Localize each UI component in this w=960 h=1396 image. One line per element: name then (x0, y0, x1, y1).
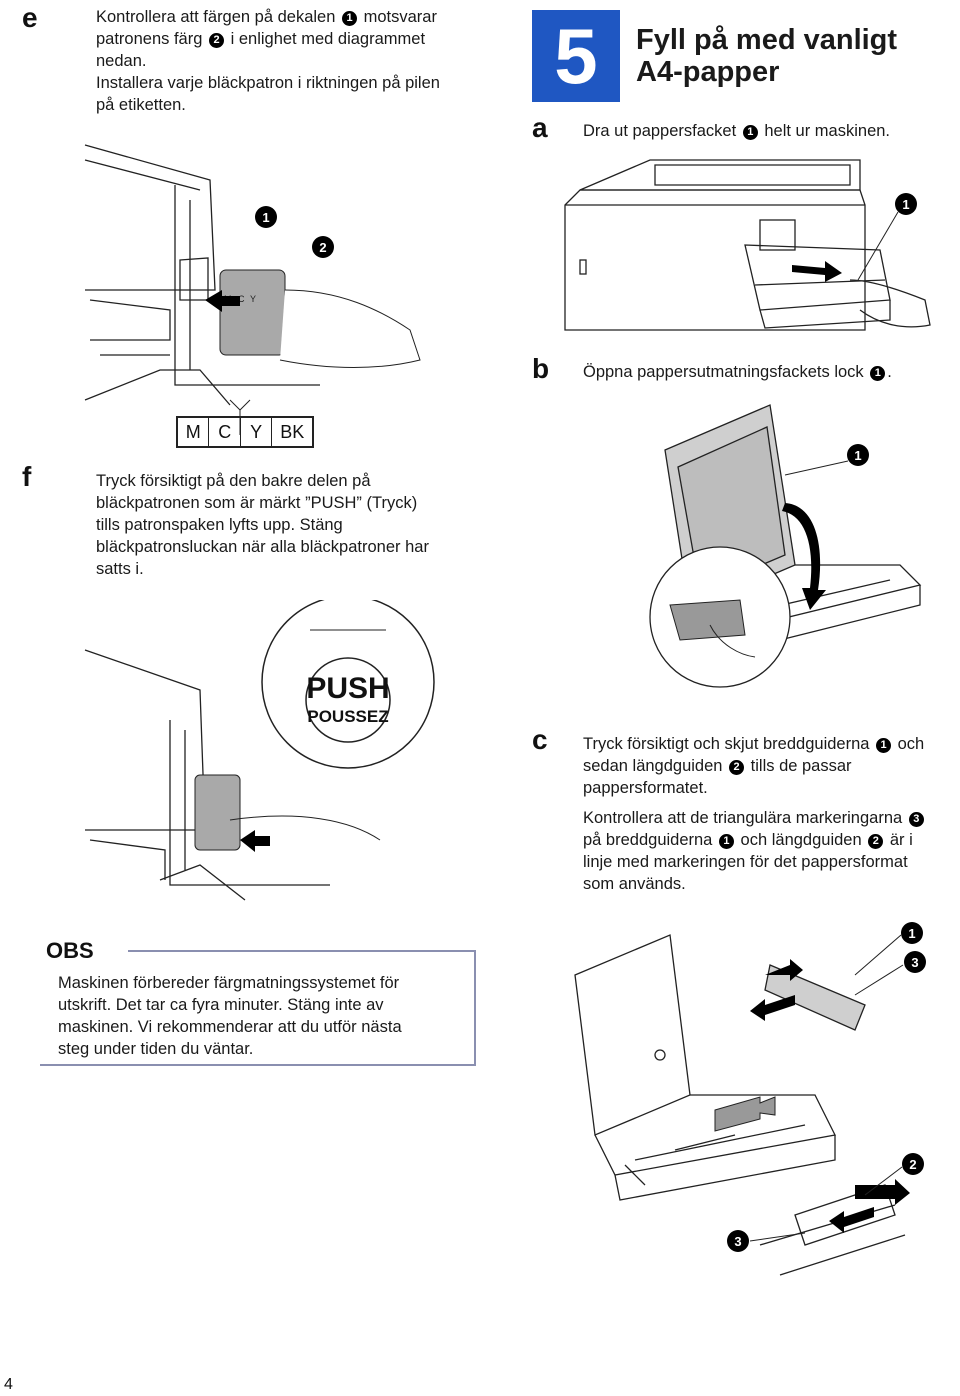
cartridge-shape (219, 269, 286, 356)
callout-1-icon: 1 (742, 125, 758, 140)
paper-guides-illustration: 1 3 2 3 (574, 922, 926, 1276)
step-c-p1l1a: Tryck försiktigt och skjut breddguiderna (583, 735, 870, 753)
step-e-line5: på etiketten. (96, 96, 186, 114)
illus-callout-1: 1 (902, 197, 909, 212)
step-b-text-b: . (887, 363, 892, 381)
ink-c: C (209, 418, 241, 446)
page-number: 4 (4, 1376, 13, 1393)
obs-line: maskinen. Vi rekommenderar att du utför … (58, 1018, 402, 1036)
step-c-text: Tryck försiktigt och skjut breddguiderna… (583, 733, 959, 895)
step-c-p1l3: pappersformatet. (583, 779, 708, 797)
step-e-line2a: patronens färg (96, 30, 203, 48)
step-e-line1b: motsvarar (363, 8, 437, 26)
step-f-letter: f (22, 461, 32, 492)
push-cartridge-illustration: PUSH POUSSEZ (84, 600, 435, 901)
obs-heading: OBS (46, 938, 94, 963)
step-e-letter: e (22, 2, 38, 33)
step-c-p2l3: linje med markeringen för det pappersfor… (583, 853, 908, 871)
step-f-text: Tryck försiktigt på den bakre delen på b… (96, 470, 486, 580)
step-e-line3: nedan. (96, 52, 147, 70)
poussez-text: POUSSEZ (307, 707, 388, 726)
obs-line: steg under tiden du väntar. (58, 1040, 254, 1058)
step-f-line: satts i. (96, 560, 144, 578)
step-e-text: Kontrollera att färgen på dekalen 1 mots… (96, 6, 486, 116)
step-f-line: bläckpatronsluckan när alla bläckpatrone… (96, 538, 429, 556)
step-a-text-a: Dra ut pappersfacket (583, 122, 737, 140)
illus-callout-1: 1 (262, 210, 269, 225)
section-title-line2: A4-papper (636, 56, 780, 88)
obs-bottom-rule (40, 1064, 476, 1066)
callout-3-icon: 3 (908, 812, 924, 827)
ink-color-label: M C Y BK (176, 416, 314, 448)
step-a-text: Dra ut pappersfacket 1 helt ur maskinen. (583, 120, 890, 142)
callout-1-icon: 1 (870, 366, 886, 381)
obs-top-rule (128, 950, 476, 952)
illus-callout-1: 1 (854, 448, 861, 463)
illus-callout-3: 3 (911, 955, 918, 970)
callout-1-icon: 1 (718, 834, 734, 849)
step-b-text: Öppna pappersutmatningsfackets lock 1. (583, 361, 892, 383)
step-c-p1l1b: och (897, 735, 925, 753)
section-title-line1: Fyll på med vanligt (636, 24, 898, 56)
step-c-p2l2b: och längdguiden (740, 831, 862, 849)
callout-1-icon: 1 (342, 11, 358, 26)
step-e-line1a: Kontrollera att färgen på dekalen (96, 8, 336, 26)
tray-cover-illustration: 1 (649, 404, 922, 688)
ink-bk: BK (280, 422, 305, 442)
step-e-line4: Installera varje bläckpatron i riktninge… (96, 74, 440, 92)
step-b-text-a: Öppna pappersutmatningsfackets lock (583, 363, 864, 381)
section-number: 5 (554, 12, 598, 100)
illus-callout-2: 2 (319, 240, 326, 255)
ink-y: Y (241, 418, 273, 446)
step-e-line2b: i enlighet med diagrammet (230, 30, 426, 48)
step-a-text-b: helt ur maskinen. (764, 122, 891, 140)
step-f-line: Tryck försiktigt på den bakre delen på (96, 472, 371, 490)
step-c-p1l2a: sedan längdguiden (583, 757, 723, 775)
step-c-p2l4: som används. (583, 875, 686, 893)
section-number-badge: 5 (532, 10, 620, 102)
step-f-line: bläckpatronen som är märkt ”PUSH” (Tryck… (96, 494, 418, 512)
obs-note: OBS Maskinen förbereder färgmatningssyst… (40, 938, 476, 1066)
cartridge-shape (194, 774, 241, 851)
section-title: Fyll på med vanligt A4-papper (636, 24, 897, 88)
step-c-p2l2c: är i (889, 831, 913, 849)
step-c-p2l2a: på breddguiderna (583, 831, 713, 849)
illus-callout-2: 2 (909, 1157, 916, 1172)
step-c-p1l2b: tills de passar (750, 757, 852, 775)
cartridge-install-illustration: M C Y 1 2 (84, 144, 421, 435)
push-text: PUSH (306, 672, 389, 705)
ink-m: M (178, 418, 210, 446)
obs-right-rule (474, 950, 476, 1066)
illus-callout-1: 1 (908, 926, 915, 941)
step-a-letter: a (532, 112, 548, 143)
step-c-p2l1: Kontrollera att de triangulära markering… (583, 809, 903, 827)
obs-line: Maskinen förbereder färgmatningssystemet… (58, 974, 400, 992)
obs-body: Maskinen förbereder färgmatningssystemet… (58, 972, 476, 1060)
step-b-letter: b (532, 353, 550, 384)
svg-text:Y: Y (250, 294, 256, 304)
step-f-line: tills patronspaken lyfts upp. Stäng (96, 516, 343, 534)
callout-2-icon: 2 (209, 33, 224, 48)
callout-2-icon: 2 (729, 760, 745, 775)
obs-line: utskrift. Det tar ca fyra minuter. Stäng… (58, 996, 384, 1014)
illus-callout-3: 3 (734, 1234, 741, 1249)
svg-text:C: C (238, 294, 245, 304)
printer-tray-illustration: 1 (564, 159, 931, 331)
callout-2-icon: 2 (868, 834, 884, 849)
callout-1-icon: 1 (876, 738, 892, 753)
step-c-letter: c (532, 724, 548, 755)
